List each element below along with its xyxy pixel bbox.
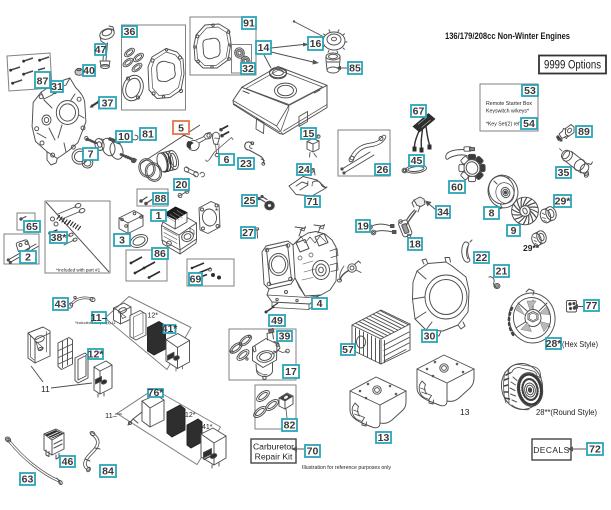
svg-text:2: 2 [25, 252, 31, 264]
svg-text:Carburetor: Carburetor [253, 442, 294, 452]
svg-text:6: 6 [224, 154, 230, 166]
svg-text:30: 30 [424, 331, 436, 343]
svg-text:17: 17 [285, 366, 297, 378]
svg-text:87: 87 [37, 76, 49, 88]
svg-text:Remote Starter Box: Remote Starter Box [486, 101, 532, 107]
svg-text:13: 13 [378, 432, 390, 444]
svg-text:71: 71 [307, 196, 319, 208]
svg-text:34: 34 [437, 207, 449, 219]
svg-text:11: 11 [41, 384, 50, 394]
svg-text:29*: 29* [555, 196, 572, 208]
svg-text:35: 35 [558, 167, 570, 179]
svg-text:15: 15 [303, 128, 315, 140]
svg-text:77: 77 [586, 300, 598, 312]
svg-text:81: 81 [142, 129, 154, 141]
svg-text:22: 22 [476, 252, 488, 264]
svg-text:27: 27 [242, 227, 254, 239]
svg-text:23: 23 [240, 158, 252, 170]
svg-text:1: 1 [156, 210, 162, 222]
svg-text:53: 53 [524, 85, 536, 97]
svg-text:63: 63 [22, 474, 34, 486]
svg-text:41*: 41* [202, 424, 213, 431]
svg-text:25: 25 [244, 195, 256, 207]
svg-text:40: 40 [83, 65, 95, 77]
svg-text:12*: 12* [88, 349, 105, 361]
svg-text:*Included with part #1: *Included with part #1 [56, 268, 101, 273]
svg-text:DECALS: DECALS [533, 445, 570, 455]
svg-text:5: 5 [178, 123, 184, 135]
svg-text:7: 7 [88, 149, 94, 161]
svg-text:Illustration for reference pur: Illustration for reference purposes only [302, 465, 391, 471]
svg-text:18: 18 [409, 239, 421, 251]
svg-text:82: 82 [284, 420, 296, 432]
svg-text:72: 72 [589, 444, 601, 456]
svg-text:45: 45 [411, 155, 423, 167]
svg-text:16: 16 [310, 38, 322, 50]
svg-text:8: 8 [489, 208, 495, 220]
svg-text:54: 54 [523, 118, 535, 130]
svg-text:3: 3 [119, 235, 125, 247]
svg-text:65: 65 [26, 221, 38, 233]
svg-text:70: 70 [307, 446, 319, 458]
svg-text:28*: 28* [546, 338, 563, 350]
svg-text:49: 49 [271, 315, 283, 327]
svg-text:57: 57 [342, 344, 354, 356]
svg-text:85: 85 [349, 63, 361, 75]
svg-text:28**(Round Style): 28**(Round Style) [536, 407, 597, 417]
svg-text:86: 86 [154, 248, 166, 260]
svg-text:13: 13 [460, 407, 470, 417]
svg-text:136/179/208cc Non-Winter Engin: 136/179/208cc Non-Winter Engines [445, 31, 570, 41]
svg-text:21: 21 [496, 266, 508, 278]
svg-text:*Key Set(2) ref.: *Key Set(2) ref. [486, 122, 521, 128]
svg-text:76*: 76* [148, 387, 165, 399]
svg-text:88: 88 [155, 193, 167, 205]
svg-text:43: 43 [55, 299, 67, 311]
svg-text:12*: 12* [185, 412, 196, 419]
svg-text:39: 39 [279, 331, 291, 343]
svg-text:46: 46 [62, 456, 74, 468]
svg-text:60: 60 [451, 182, 463, 194]
svg-text:10: 10 [118, 131, 130, 143]
svg-text:24: 24 [298, 164, 310, 176]
svg-text:Keyswitch w/keys*: Keyswitch w/keys* [486, 109, 530, 115]
svg-text:19: 19 [357, 221, 369, 233]
svg-text:67: 67 [413, 106, 425, 118]
svg-text:20: 20 [176, 179, 188, 191]
svg-text:11–: 11– [91, 312, 108, 324]
svg-text:11–: 11– [105, 411, 118, 420]
svg-text:41*: 41* [162, 323, 179, 335]
svg-text:Repair Kit: Repair Kit [255, 452, 293, 462]
svg-text:89: 89 [578, 126, 590, 138]
svg-text:(Hex Style): (Hex Style) [562, 339, 598, 349]
svg-text:31: 31 [51, 81, 63, 93]
svg-text:38*: 38* [51, 232, 68, 244]
svg-text:36: 36 [124, 26, 136, 38]
svg-text:9: 9 [511, 225, 517, 237]
svg-text:84: 84 [102, 466, 114, 478]
svg-text:91: 91 [243, 18, 255, 30]
svg-text:32: 32 [242, 63, 254, 75]
svg-text:47: 47 [95, 44, 107, 56]
svg-text:69: 69 [190, 274, 202, 286]
svg-text:29**: 29** [523, 243, 540, 253]
svg-text:37: 37 [102, 98, 114, 110]
svg-text:12*: 12* [148, 313, 159, 320]
svg-text:14: 14 [258, 42, 270, 54]
svg-text:9999 Options: 9999 Options [544, 60, 601, 72]
svg-text:*: * [215, 207, 218, 216]
svg-text:26: 26 [377, 164, 389, 176]
svg-text:4: 4 [317, 298, 323, 310]
